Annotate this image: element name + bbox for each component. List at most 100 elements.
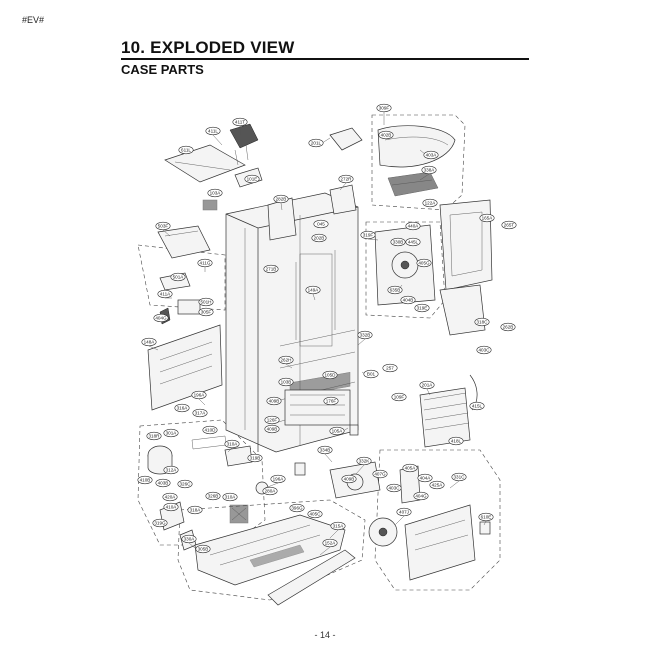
part-label-text: 611L — [181, 148, 191, 153]
part-label-317a: 317A — [192, 408, 208, 418]
part-label-331c: 331C — [451, 472, 467, 482]
part-label-text: 411G — [200, 261, 211, 266]
part-label-text: 305F — [201, 310, 212, 315]
top-parts — [164, 123, 363, 241]
part-label-text: 318R — [149, 434, 161, 439]
part-label-text: 411A — [160, 292, 171, 297]
part-label-420a: 420A — [162, 492, 178, 502]
part-number-labels: 309F411T411L402B201L611L403A272R101E338A… — [137, 103, 517, 554]
part-label-257: 257 — [382, 363, 398, 373]
part-label-318c: 318C — [474, 317, 490, 327]
part-label-text: 403C — [389, 486, 401, 491]
part-label-122a: 122A — [422, 198, 438, 208]
part-label-text: 196A — [273, 477, 285, 482]
part-label-text: 176F — [326, 399, 337, 404]
part-label-610e: 610E — [478, 512, 494, 522]
part-label-409b: 409B — [264, 424, 280, 434]
part-label-305b: 305B — [195, 544, 211, 554]
part-label-text: 109F — [394, 395, 405, 400]
part-label-text: 326B — [208, 494, 219, 499]
part-label-text: 405A — [405, 466, 417, 471]
part-label-text: 319G — [154, 521, 166, 526]
part-label-text: 105A — [332, 429, 344, 434]
part-label-201l: 201L — [308, 138, 324, 148]
part-label-text: 409B — [344, 477, 355, 482]
part-label-149a: 149A — [305, 285, 321, 295]
part-label-407j: 407J — [396, 507, 412, 517]
part-label-415l: 415L — [469, 401, 485, 411]
part-label-text: 326C — [180, 482, 192, 487]
part-label-503f: 503F — [155, 221, 171, 231]
part-label-text: 282B — [276, 197, 287, 202]
part-label-326b: 326B — [205, 491, 221, 501]
part-label-334b: 334B — [317, 445, 333, 455]
part-label-text: 152A — [325, 541, 337, 546]
part-label-262h: 262H — [278, 355, 294, 365]
part-label-text: 149A — [308, 288, 320, 293]
part-label-271b: 271B — [263, 264, 279, 274]
part-label-text: 319E — [417, 306, 428, 311]
part-label-403c: 403C — [476, 345, 492, 355]
part-label-501a: 501A — [170, 272, 186, 282]
part-label-280a: 280A — [262, 486, 278, 496]
part-label-196a: 196A — [191, 390, 207, 400]
part-label-425a: 425A — [429, 480, 445, 490]
part-label-text: 257 — [386, 366, 394, 371]
part-label-440a: 440A — [405, 221, 421, 231]
part-label-611l: 611L — [178, 145, 194, 155]
part-label-319e: 319E — [414, 303, 430, 313]
part-label-403c: 403C — [386, 483, 402, 493]
part-label-635b: 635B — [387, 285, 403, 295]
section-subtitle: CASE PARTS — [121, 62, 204, 77]
part-label-text: 317A — [195, 411, 207, 416]
part-label-text: 165A — [482, 216, 494, 221]
part-label-105a: 105A — [329, 426, 345, 436]
part-label-409b: 409B — [341, 474, 357, 484]
part-label-text: 411T — [235, 120, 245, 125]
part-label-315a: 315A — [330, 521, 346, 531]
part-label-text: 310A — [225, 495, 237, 500]
part-label-text: 262H — [281, 358, 292, 363]
machine-room-parts — [329, 374, 491, 581]
part-label-text: 201A — [422, 383, 434, 388]
part-label-text: 610E — [481, 515, 492, 520]
part-label-text: 501H — [201, 300, 212, 305]
left-parts — [147, 199, 223, 411]
part-label-411t: 411T — [232, 117, 248, 127]
part-label-text: 503F — [158, 224, 169, 229]
part-label-403b: 403B — [155, 478, 171, 488]
part-label-319g: 319G — [152, 518, 168, 528]
part-label-045: 045 — [313, 219, 329, 229]
part-label-402b: 402B — [378, 130, 394, 140]
part-label-403a: 403A — [423, 150, 439, 160]
part-label-text: 403B — [158, 481, 169, 486]
part-label-text: 318A — [190, 508, 202, 513]
part-label-445l: 445L — [405, 237, 421, 247]
part-label-text: 316A — [177, 406, 189, 411]
part-label-text: 402B — [381, 133, 392, 138]
part-label-312a: 312A — [163, 465, 179, 475]
machine-room-outline — [374, 449, 501, 591]
part-label-text: 407G — [374, 472, 386, 477]
part-label-text: 407J — [399, 510, 409, 515]
part-label-text: 310A — [227, 442, 239, 447]
part-label-text: 410A — [166, 505, 178, 510]
part-label-text: 265T — [504, 223, 515, 228]
part-label-text: 338A — [424, 168, 436, 173]
part-label-text: 309F — [379, 106, 390, 111]
part-label-text: 319B — [250, 456, 261, 461]
part-label-text: 262B — [503, 325, 514, 330]
part-label-text: 410D — [205, 428, 217, 433]
part-label-152a: 152A — [322, 538, 338, 548]
part-label-text: 405G — [418, 261, 430, 266]
part-label-text: 280A — [265, 489, 277, 494]
part-label-407g: 407G — [372, 469, 388, 479]
part-label-405c: 405C — [307, 509, 323, 519]
part-label-text: 404G — [155, 316, 167, 321]
part-label-318a: 318A — [187, 505, 203, 515]
part-label-405a: 405A — [402, 463, 418, 473]
part-label-text: 332B — [360, 333, 371, 338]
part-label-404g: 404G — [413, 491, 429, 501]
part-label-text: 396G — [291, 506, 303, 511]
